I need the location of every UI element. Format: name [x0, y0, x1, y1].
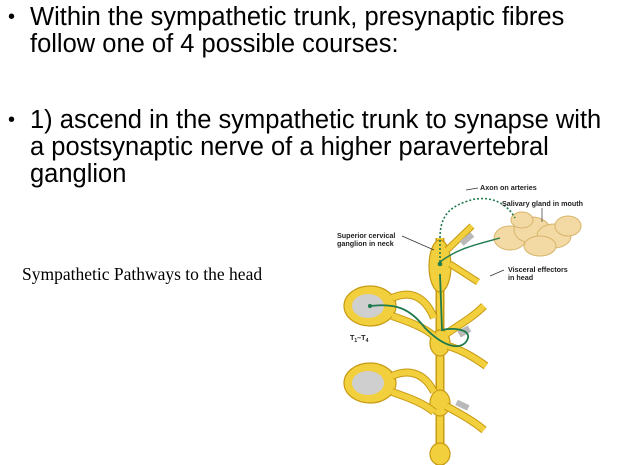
- bullet-marker: •: [8, 109, 16, 131]
- bullet-2: • 1) ascend in the sympathetic trunk to …: [8, 107, 608, 188]
- label-visceral-2: in head: [508, 273, 533, 282]
- sympathetic-pathway-diagram: Axon on arteries Salivary gland in mouth…: [337, 183, 583, 465]
- spinal-cord-lower: [343, 362, 487, 434]
- label-cervical-1: Superior cervical: [337, 231, 395, 240]
- label-salivary-gland: Salivary gland in mouth: [502, 199, 583, 208]
- bullet-text-1: Within the sympathetic trunk, presynapti…: [30, 3, 565, 58]
- label-visceral-1: Visceral effectors: [508, 265, 568, 274]
- spinal-cord-upper: [343, 285, 489, 370]
- salivary-gland: [493, 211, 582, 257]
- bullet-text-2: 1) ascend in the sympathetic trunk to sy…: [30, 106, 602, 188]
- nerve-fiber-path: [367, 197, 516, 348]
- leader-lines: [401, 187, 543, 277]
- label-cervical-2: ganglion in neck: [337, 239, 394, 248]
- bullet-marker: •: [8, 6, 16, 28]
- figure-caption: Sympathetic Pathways to the head: [22, 264, 263, 284]
- cervical-branches: [444, 223, 480, 285]
- bullet-1: • Within the sympathetic trunk, presynap…: [8, 4, 616, 58]
- label-spinal-level: T1–T4: [350, 333, 369, 344]
- sympathetic-trunk: [428, 238, 452, 465]
- label-axon-on-arteries: Axon on arteries: [480, 183, 537, 192]
